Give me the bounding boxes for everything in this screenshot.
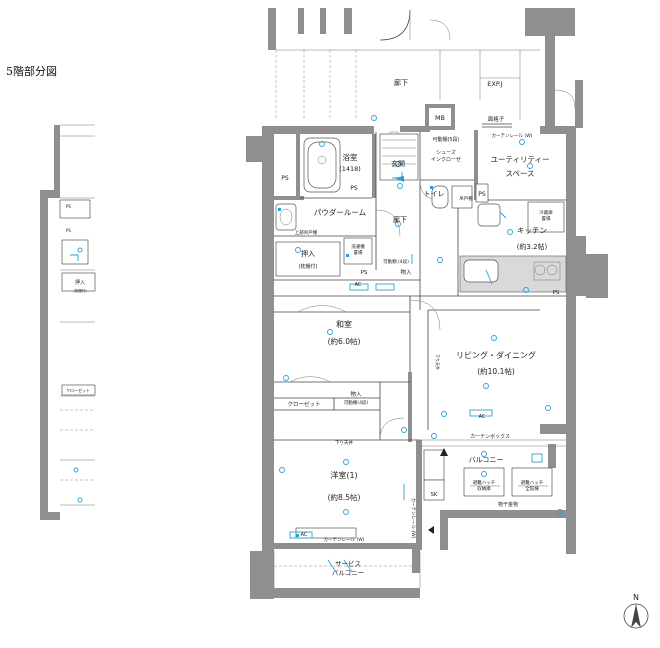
curtain-rail-vertical-label: カーテンレール (W) xyxy=(410,498,416,539)
ps-kitchen-label: PS xyxy=(553,290,560,296)
youshitsu-label: 洋室(1) xyxy=(330,470,357,480)
ps-left-label: PS xyxy=(281,175,289,182)
outer-walls xyxy=(246,126,608,599)
ps-toilet-label: PS xyxy=(478,191,486,198)
movable-shelf-4b-label: 可動棚(4段) xyxy=(344,399,369,406)
toilet-label: トイレ xyxy=(424,190,445,198)
bathroom-label: 浴室 xyxy=(343,152,358,162)
ac-label-3: AC xyxy=(301,532,308,538)
washer-dryer-label: 洗濯機置場 xyxy=(351,243,365,256)
living-label: リビング・ダイニング xyxy=(456,350,536,360)
fridge-label: 冷蔵庫置場 xyxy=(539,209,553,222)
drop-ceiling-vertical-label: 下り天井 xyxy=(435,354,441,370)
curtain-box-label: カーテンボックス xyxy=(470,433,510,440)
kitchen-size-label: (約3.2帖) xyxy=(517,242,548,251)
genkan-label: 玄関 xyxy=(391,159,405,168)
living-size-label: (約10.1帖) xyxy=(477,366,515,376)
service-balcony-label: サービスバルコニー xyxy=(332,559,364,577)
mb-label: MB xyxy=(435,114,445,122)
ps-mid-label: PS xyxy=(361,270,368,276)
storage-shelf-label: 吊戸棚 xyxy=(459,195,473,202)
upper-shelf-label: 上部吊戸棚 xyxy=(295,229,318,236)
compass: N xyxy=(623,593,649,629)
fixtures xyxy=(273,131,567,588)
oshiire-label: 押入 xyxy=(301,249,315,258)
balcony-label: バルコニー xyxy=(469,456,504,464)
hatch-1-label: 避難ハッチ収納庫 xyxy=(473,479,496,492)
corridor-top-label: 廊下 xyxy=(394,78,408,87)
exp-joint-label: EXP.J xyxy=(487,80,503,88)
curtain-rail-top-label: カーテンレール (W) xyxy=(492,133,533,139)
laundry-pole-label: 物干金物 xyxy=(498,501,518,508)
storage2-label: 物入 xyxy=(350,390,362,398)
closet-label: クローゼット xyxy=(287,400,320,408)
ac-label-1: AC xyxy=(355,282,362,288)
movable-shelf-4-label: 可動棚 (4段) xyxy=(383,258,409,265)
storage-label: 物入 xyxy=(400,268,412,276)
electrical xyxy=(278,115,563,573)
partitions xyxy=(274,130,566,550)
oshiire-note-label: (枕棚付) xyxy=(299,263,318,270)
svg-text:PS: PS xyxy=(66,228,71,233)
corridor-area: 廊下 EXP.J MB 面格子 xyxy=(268,8,583,130)
key-oshiire-note: (枕棚付) xyxy=(73,288,87,293)
utility-label: ユーティリティー xyxy=(490,155,549,164)
ac-label-2: AC xyxy=(479,414,486,420)
washitsu-label: 和室 xyxy=(336,319,352,329)
sk-label: SK xyxy=(430,492,437,498)
louver-label: 面格子 xyxy=(488,115,505,123)
ps-bath-label: PS xyxy=(350,185,358,192)
hatch-2-label: 避難ハッチ全館棟 xyxy=(521,479,544,492)
corridor-inner-label: 廊下 xyxy=(393,215,407,224)
bath-size-label: (1418) xyxy=(339,165,361,173)
powder-room-label: パウダールーム xyxy=(314,207,366,217)
curtain-rail-bottom-label: カーテンレール (W) xyxy=(324,537,365,543)
washitsu-size-label: (約6.0帖) xyxy=(328,336,361,346)
key-oshiire-label: 押入 xyxy=(75,279,85,286)
labels: 可動棚(5段) カーテンレール (W) 浴室 (1418) 玄関 シューズインク… xyxy=(281,133,560,577)
youshitsu-size-label: (約8.5帖) xyxy=(328,492,361,502)
key-ps-label: PS xyxy=(66,204,71,209)
key-plan: PS 押入 (枕棚付) クローゼット PS xyxy=(40,124,96,520)
drop-ceiling-horizontal-label: 下り天井 xyxy=(335,439,353,446)
shoes-closet-label: シューズインクローゼ xyxy=(431,149,461,163)
floor-title: 5階部分図 xyxy=(6,64,57,78)
utility-space-label: スペース xyxy=(505,169,534,178)
kitchen-label: キッチン xyxy=(517,226,547,235)
key-closet-label: クローゼット xyxy=(66,387,90,393)
compass-north-label: N xyxy=(633,593,639,602)
movable-shelf-5-label: 可動棚(5段) xyxy=(432,136,459,143)
